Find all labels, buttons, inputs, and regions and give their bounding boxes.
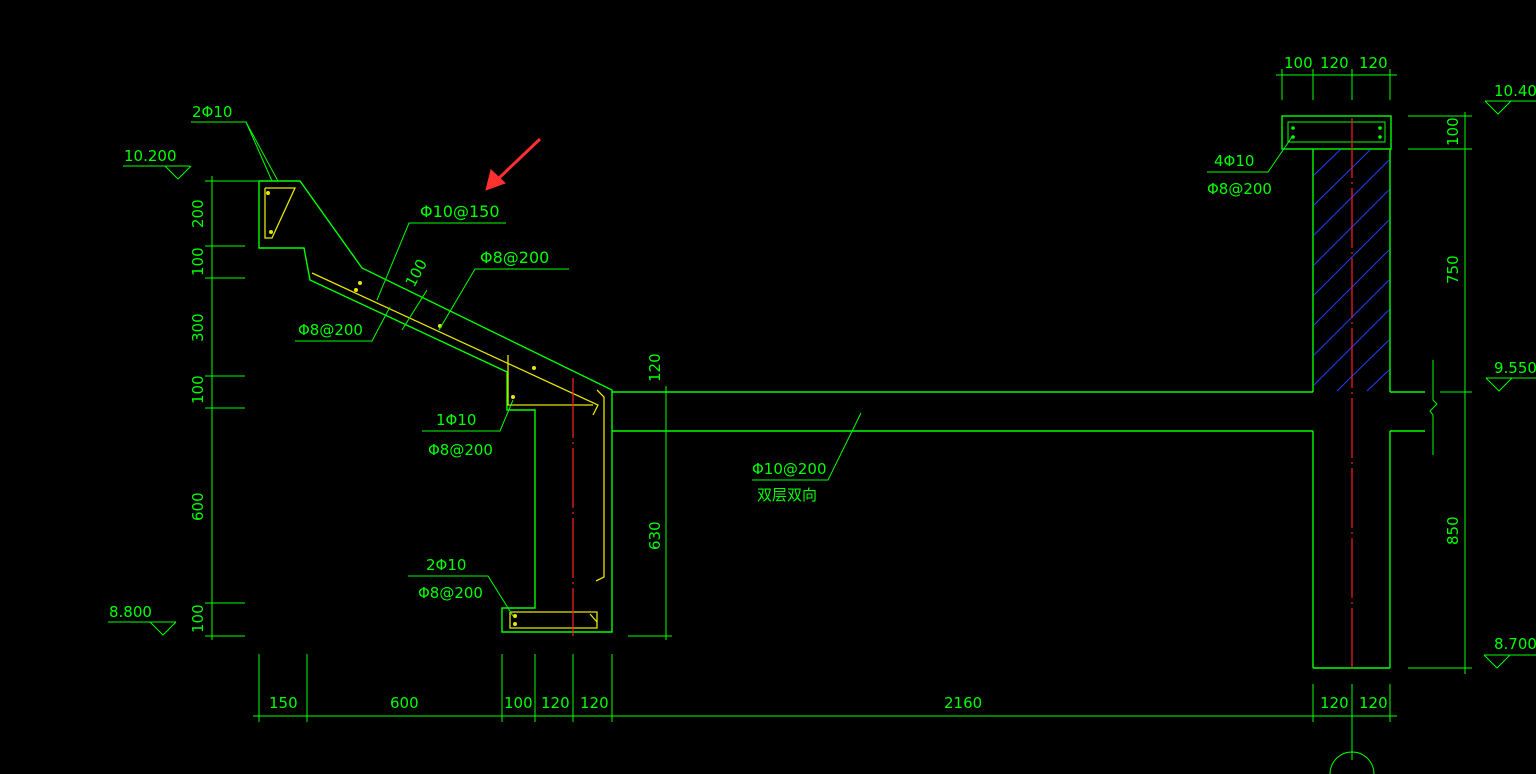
left-section-rebar: [264, 187, 605, 629]
leader-incline-mid: Φ8@200: [438, 248, 569, 331]
dim-200: 200: [189, 199, 207, 228]
elev-10400: 10.400: [1494, 82, 1536, 100]
leader-knee: 1Φ10 Φ8@200: [422, 399, 514, 459]
dim-slope-100: 100: [402, 256, 431, 290]
bottom-dim-chain: 150 600 100 120 120 2160 120 120: [253, 654, 1397, 774]
dim-bottom-600: 600: [390, 694, 419, 712]
label-phi8-200-beam: Φ8@200: [1207, 180, 1272, 198]
dim-bottom-100: 100: [504, 694, 533, 712]
dim-wall-630: 630: [646, 521, 664, 550]
leader-incline-top: Φ10@150: [376, 202, 506, 301]
elev-8700: 8.700: [1494, 635, 1536, 653]
dim-bottom-120a: 120: [541, 694, 570, 712]
dim-100-c: 100: [189, 604, 207, 633]
dim-right-100: 100: [1444, 117, 1462, 146]
label-4phi10: 4Φ10: [1214, 152, 1254, 170]
dim-bottom-150: 150: [269, 694, 298, 712]
label-phi10-200-slab: Φ10@200: [752, 460, 827, 478]
red-pointer-arrow: [485, 137, 542, 191]
label-double-layer: 双层双向: [757, 486, 817, 504]
left-dim-chain: [205, 176, 272, 640]
label-phi8-200-knee: Φ8@200: [428, 441, 493, 459]
elev-9550: 9.550: [1494, 359, 1536, 377]
label-phi10-150: Φ10@150: [420, 202, 500, 221]
label-2phi10-foot: 2Φ10: [426, 556, 466, 574]
elevation-right-bottom: 8.700: [1483, 635, 1536, 669]
dim-bottom-2160: 2160: [944, 694, 982, 712]
label-phi8-200-foot: Φ8@200: [418, 584, 483, 602]
left-dim-texts: 200 100 300 100 600 100: [189, 199, 207, 633]
dim-bottom-120b: 120: [580, 694, 609, 712]
dim-top-100: 100: [1284, 54, 1313, 72]
dim-300: 300: [189, 313, 207, 342]
label-1phi10: 1Φ10: [436, 411, 476, 429]
dim-top-120a: 120: [1320, 54, 1349, 72]
left-section-outline: [258, 180, 613, 633]
right-dim-chain: 100 750 850: [1408, 112, 1472, 674]
leader-slab: Φ10@200 双层双向: [752, 412, 862, 504]
elevation-left-top: 10.200: [123, 147, 192, 180]
dim-wall-120: 120: [646, 353, 664, 382]
top-right-dim-chain: 100 120 120: [1276, 54, 1397, 100]
elev-10200: 10.200: [124, 147, 177, 165]
elevation-right-mid: 9.550: [1485, 359, 1536, 392]
elevation-right-top: 10.400: [1484, 82, 1536, 115]
elevation-left-bottom: 8.800: [108, 603, 177, 636]
elev-8800: 8.800: [109, 603, 152, 621]
dim-100-b: 100: [189, 375, 207, 404]
label-phi8-200-low: Φ8@200: [298, 321, 363, 339]
dim-right-850: 850: [1444, 516, 1462, 545]
dim-600: 600: [189, 492, 207, 521]
dim-top-120b: 120: [1359, 54, 1388, 72]
dim-bottom-120d: 120: [1359, 694, 1388, 712]
dim-100-a: 100: [189, 247, 207, 276]
leader-beam: 4Φ10 Φ8@200: [1207, 136, 1293, 198]
label-phi8-200-mid: Φ8@200: [480, 248, 549, 267]
dim-right-750: 750: [1444, 255, 1462, 284]
right-column: [1281, 115, 1392, 669]
leader-foot: 2Φ10 Φ8@200: [408, 556, 514, 617]
leader-top-corner: 2Φ10: [191, 103, 279, 182]
label-2phi10-top: 2Φ10: [192, 103, 232, 121]
dim-bottom-120c: 120: [1320, 694, 1349, 712]
slab-outline: [612, 360, 1438, 455]
leader-incline-bottom: Φ8@200: [295, 306, 391, 342]
